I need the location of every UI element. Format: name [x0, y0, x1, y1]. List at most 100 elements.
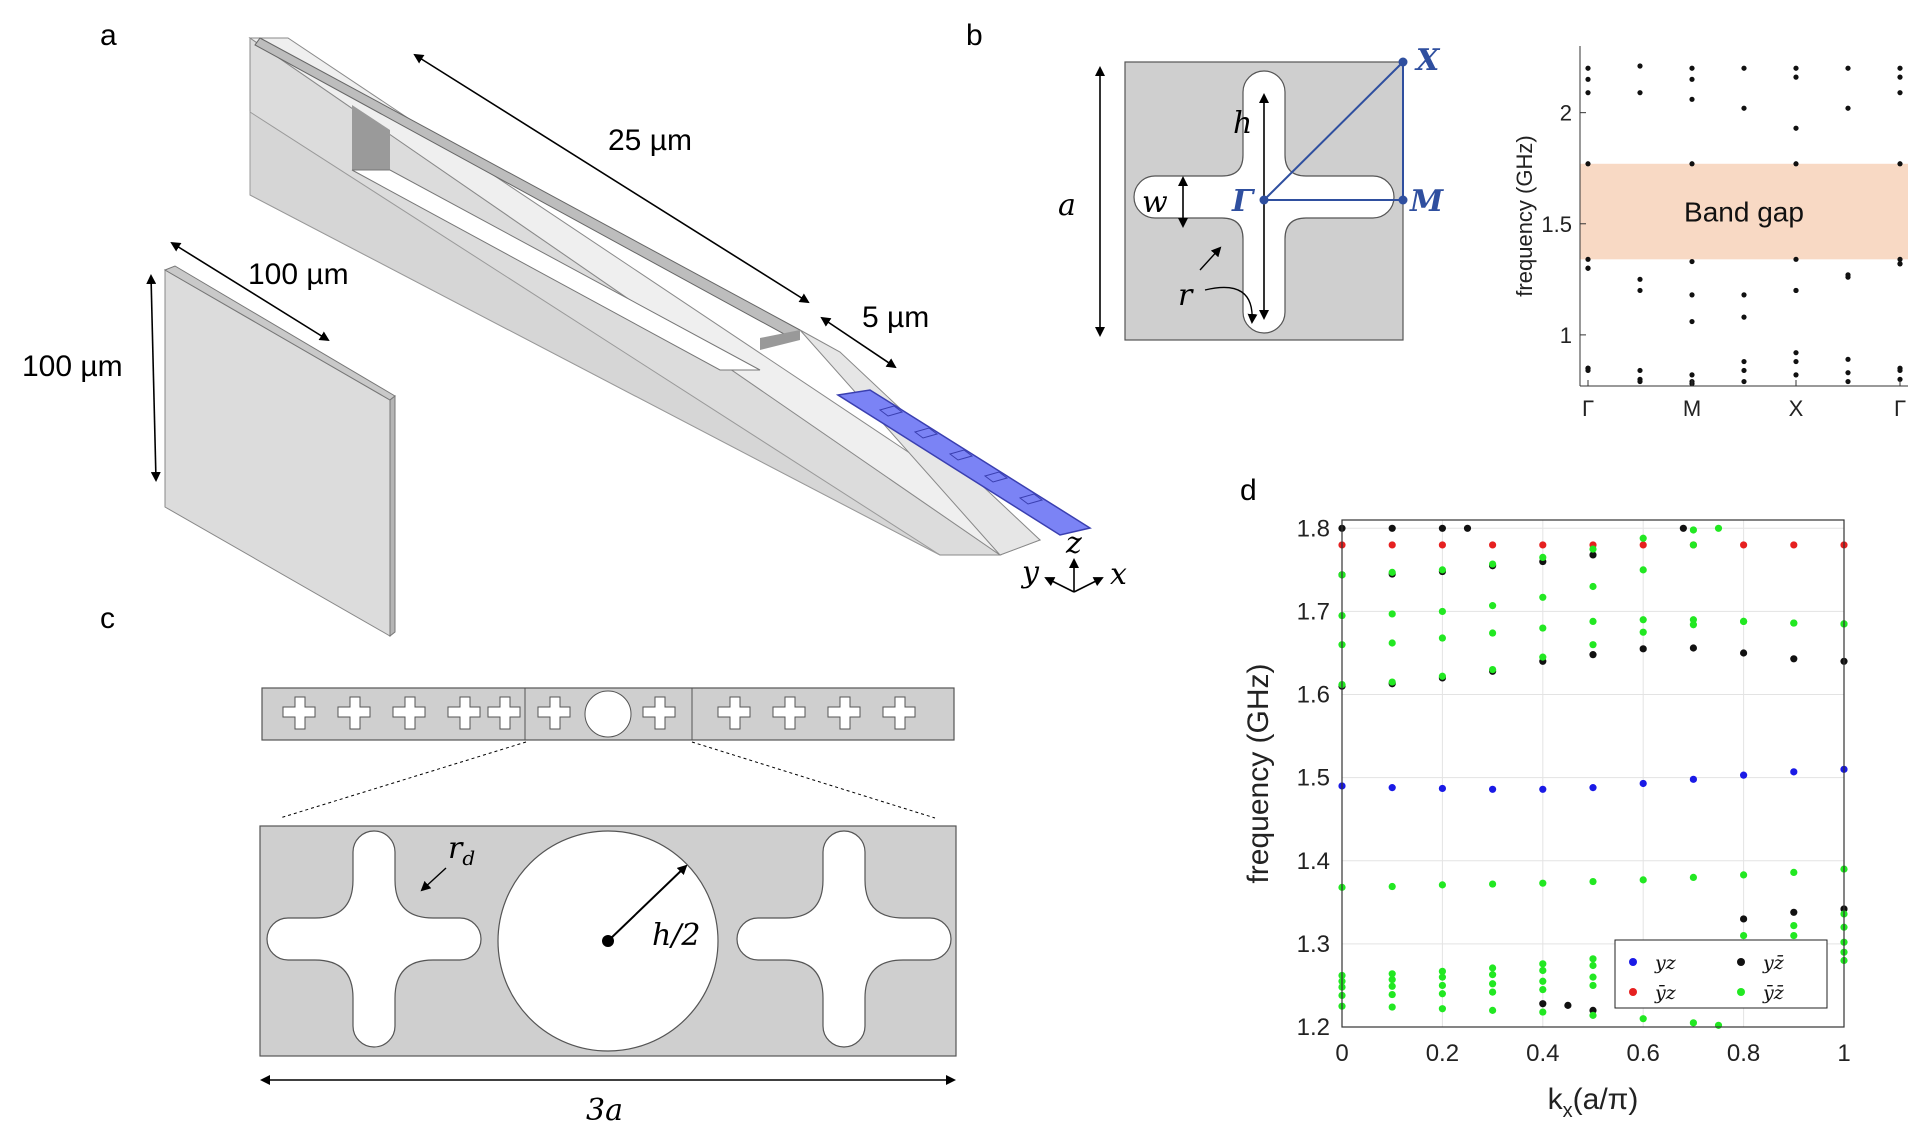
band-point — [1793, 256, 1799, 262]
defect-point — [1539, 985, 1547, 994]
panel-label-b: b — [966, 19, 983, 52]
defect-point — [1714, 524, 1723, 532]
band-point — [1741, 105, 1747, 111]
legend-marker — [1737, 988, 1745, 996]
defect-point — [1438, 967, 1446, 975]
dim-chip-width-label: 100 µm — [248, 258, 349, 291]
defect-point — [1489, 666, 1497, 674]
band-point — [1897, 65, 1903, 71]
defect-point — [1639, 645, 1647, 653]
legend-label: yz̄ — [1762, 952, 1785, 974]
fillet-radius-label: r — [1178, 278, 1194, 313]
lattice-constant-label: a — [1058, 188, 1076, 223]
defect-point — [1438, 981, 1446, 990]
defect-point — [1539, 593, 1547, 601]
band-point — [1689, 258, 1695, 265]
defect-point — [1489, 988, 1497, 996]
arm-length-label: h — [1233, 106, 1252, 141]
band-x-tick-label: Γ — [1582, 396, 1594, 421]
defect-fillet-subscript: d — [462, 846, 475, 870]
band-point — [1897, 90, 1903, 96]
band-point — [1637, 367, 1643, 374]
defect-point — [1639, 566, 1647, 574]
axis-z-label: z — [1065, 526, 1082, 561]
defect-point — [1539, 1000, 1547, 1008]
defect-x-tick-label: 0.8 — [1727, 1040, 1760, 1067]
band-point — [1845, 105, 1851, 111]
defect-point — [1790, 922, 1798, 930]
defect-point — [1790, 541, 1798, 549]
band-point — [1637, 63, 1643, 69]
defect-point — [1639, 876, 1647, 884]
defect-point — [1790, 868, 1798, 877]
defect-point — [1740, 915, 1748, 923]
band-point — [1793, 287, 1799, 294]
defect-point — [1489, 541, 1497, 549]
defect-point — [1489, 602, 1497, 610]
band-point — [1897, 161, 1903, 167]
defect-x-tick-label: 0.6 — [1627, 1040, 1660, 1067]
defect-x-tick-label: 0 — [1335, 1040, 1348, 1067]
defect-point — [1463, 524, 1472, 532]
defect-point — [1438, 881, 1446, 889]
strip-cross-hole — [642, 696, 676, 730]
band-point — [1585, 265, 1591, 271]
band-point — [1741, 65, 1747, 71]
band-point — [1689, 161, 1695, 167]
defect-point — [1489, 560, 1497, 568]
band-point — [1689, 96, 1695, 102]
band-point — [1637, 90, 1643, 96]
defect-point — [1790, 908, 1798, 916]
defect-x-tick-label: 0.2 — [1426, 1040, 1459, 1067]
band-point — [1845, 274, 1851, 280]
band-gap-label: Band gap — [1684, 197, 1804, 228]
defect-point — [1589, 877, 1597, 886]
band-point — [1585, 161, 1591, 167]
defect-point — [1388, 1003, 1396, 1011]
defect-point — [1790, 931, 1798, 940]
band-point — [1897, 74, 1903, 80]
defect-point — [1489, 980, 1497, 988]
defect-y-tick-label: 1.4 — [1297, 848, 1330, 875]
band-point — [1793, 358, 1799, 365]
defect-point — [1489, 1006, 1497, 1014]
defect-point — [1689, 541, 1697, 549]
defect-radius-label: h/2 — [652, 918, 701, 953]
defect-point — [1438, 990, 1446, 998]
defect-point — [1689, 621, 1697, 629]
defect-point — [1589, 784, 1597, 792]
axis-y-label: y — [1020, 555, 1040, 590]
strip-cross-hole — [537, 696, 571, 730]
defect-y-tick-label: 1.8 — [1297, 515, 1330, 542]
band-point — [1897, 261, 1903, 267]
panel-label-c: c — [100, 602, 115, 635]
defect-point — [1589, 1006, 1597, 1014]
defect-point — [1689, 644, 1697, 652]
strip-cross-hole — [772, 696, 806, 730]
band-point — [1845, 370, 1851, 376]
defect-point — [1790, 768, 1798, 776]
band-point — [1793, 125, 1799, 131]
defect-point — [1388, 970, 1396, 978]
defect-point — [1388, 678, 1396, 686]
defect-x-tick-label: 1 — [1837, 1040, 1850, 1067]
defect-point — [1388, 639, 1396, 647]
defect-point — [1438, 607, 1446, 616]
panel-label-d: d — [1240, 474, 1257, 507]
defect-x-axis-symbol: k — [1548, 1083, 1564, 1116]
panel-a-geometry — [146, 37, 1104, 638]
defect-point — [1689, 775, 1697, 783]
defect-point — [1740, 931, 1748, 940]
strip-cross-hole — [487, 696, 521, 730]
defect-point — [1589, 961, 1597, 970]
defect-point — [1589, 973, 1597, 981]
band-point — [1741, 292, 1747, 298]
defect-fillet-label: rd — [448, 831, 475, 870]
defect-fillet-symbol: r — [448, 831, 464, 866]
band-x-tick-label: X — [1789, 396, 1804, 421]
band-point — [1845, 356, 1851, 362]
defect-point — [1438, 566, 1446, 574]
strip-cross-hole — [882, 696, 916, 730]
panel-label-a: a — [100, 19, 117, 52]
